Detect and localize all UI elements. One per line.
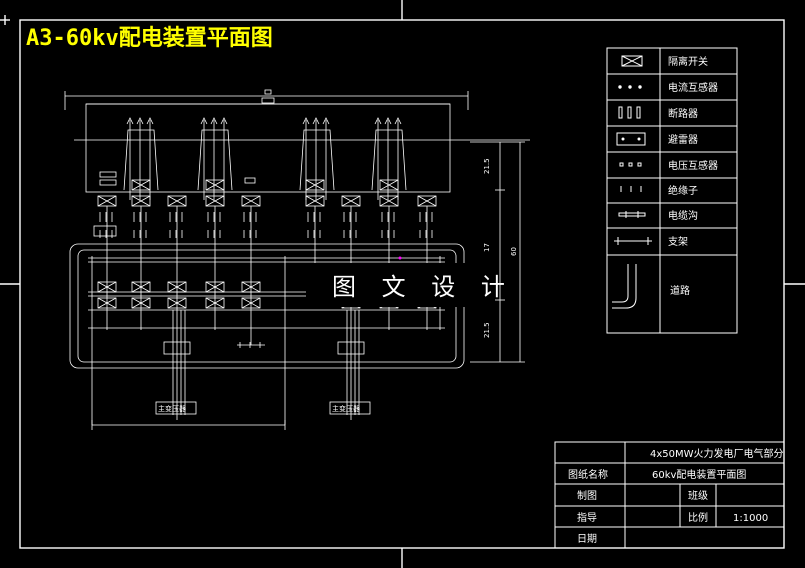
transformer-right-label: 主变压器: [332, 404, 360, 413]
title-block-date-label: 日期: [577, 533, 597, 545]
cursor-marker: [398, 256, 402, 260]
insulator-icon: [620, 186, 642, 192]
legend-label-voltage-transformer: 电压互感器: [668, 159, 718, 172]
legend: [606, 47, 738, 334]
voltage-transformer-icon: [619, 162, 642, 167]
plan-drawing: [64, 89, 530, 430]
legend-label-arrester: 避雷器: [668, 133, 698, 146]
dimension-total: 60: [510, 247, 518, 256]
dimension-1: 21.5: [483, 158, 491, 174]
drawing-title: A3-60kv配电装置平面图: [26, 26, 273, 51]
current-transformer-icon: [618, 85, 642, 89]
support-icon: [614, 237, 652, 245]
watermark: 图 文 设 计: [332, 273, 514, 301]
cable-trench-icon: [618, 211, 646, 218]
arrester-icon: [616, 132, 646, 146]
dimension-3: 21.5: [483, 322, 491, 338]
legend-label-support: 支架: [668, 236, 688, 248]
title-block-drawn-label: 制图: [577, 489, 597, 502]
title-block-advisor-label: 指导: [577, 511, 597, 524]
transformer-left-label: 主变压器: [158, 404, 186, 413]
transformer-right: [329, 401, 371, 415]
isolator-icon: [621, 55, 643, 67]
legend-label-road: 道路: [670, 284, 690, 297]
dimension-2: 17: [483, 243, 491, 252]
legend-label-isolator: 隔离开关: [668, 55, 708, 68]
legend-label-current-transformer: 电流互感器: [668, 81, 718, 94]
legend-label-cable-trench: 电缆沟: [668, 209, 698, 222]
title-block-grade-label: 班级: [688, 490, 708, 502]
title-block-drawing-name: 60kv配电装置平面图: [652, 468, 746, 481]
title-block-name-label: 图纸名称: [568, 468, 608, 481]
transformer-left: [155, 401, 197, 415]
road-icon: [612, 264, 637, 309]
title-block-project: 4x50MW火力发电厂电气部分: [650, 447, 784, 460]
watermark-background: [306, 263, 486, 307]
breaker-row: [93, 212, 433, 238]
title-block-scale-value: 1:1000: [733, 513, 768, 524]
title-block-scale-label: 比例: [688, 511, 708, 524]
outgoing-bays: [123, 117, 407, 200]
legend-label-insulator: 绝缘子: [668, 184, 698, 197]
breaker-icon: [618, 106, 641, 119]
isolator-row-upper: [97, 179, 437, 207]
title-block: [554, 441, 785, 549]
legend-label-breaker: 断路器: [668, 107, 698, 120]
